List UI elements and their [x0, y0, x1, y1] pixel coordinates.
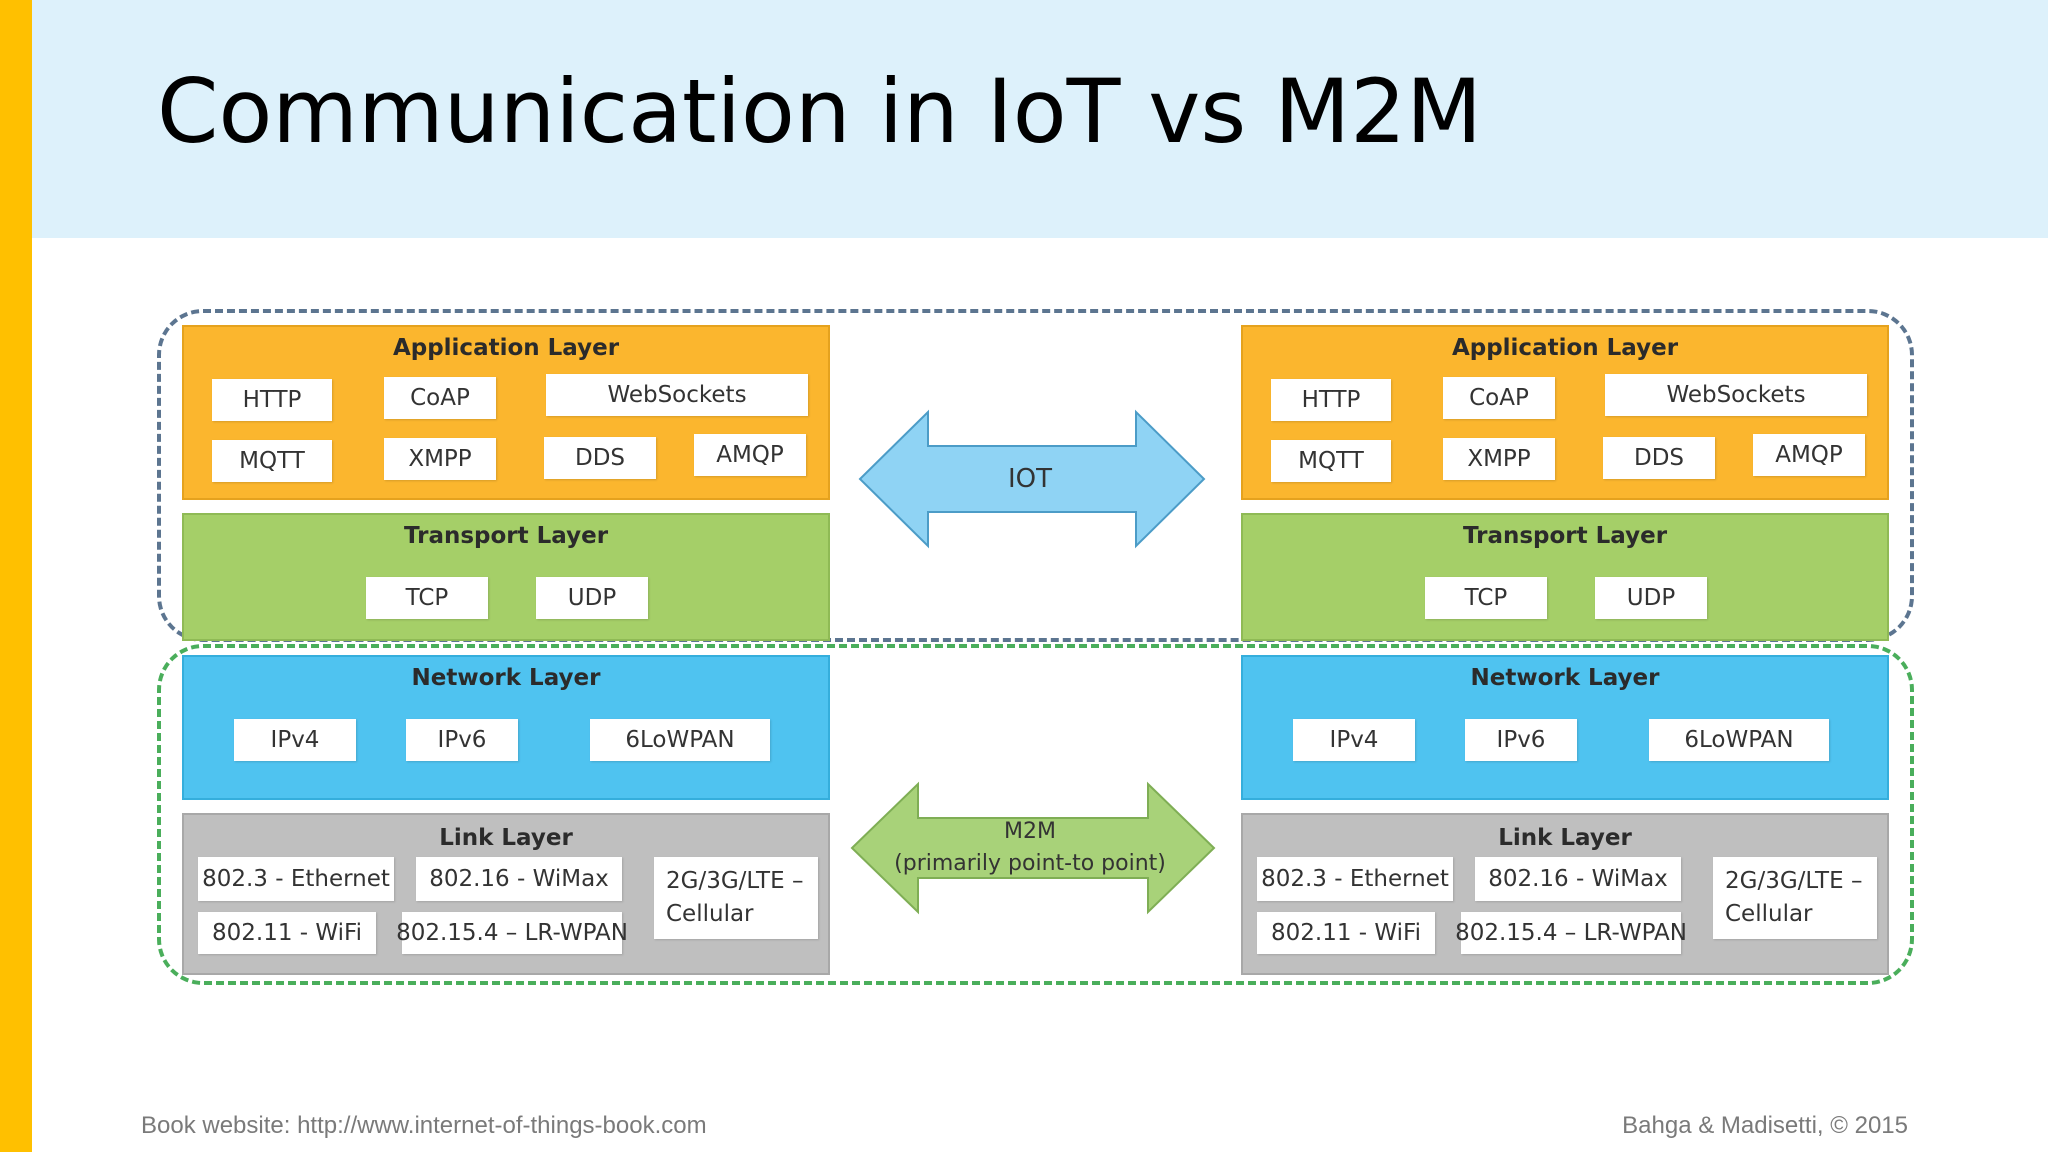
protocol-box: WebSockets — [1605, 374, 1867, 416]
protocol-box: HTTP — [1271, 379, 1391, 421]
transport-layer: Transport Layer TCP UDP — [182, 513, 830, 641]
protocol-box: 802.15.4 – LR-WPAN — [1455, 912, 1687, 954]
protocol-box: DDS — [1603, 437, 1715, 479]
protocol-box: IPv4 — [234, 719, 356, 761]
protocol-box: 802.16 - WiMax — [416, 857, 622, 901]
layer-title: Transport Layer — [1462, 523, 1668, 549]
network-layer: Network Layer IPv4 IPv6 6LoWPAN — [1241, 655, 1889, 800]
transport-layer: Transport Layer TCP UDP — [1241, 513, 1889, 641]
protocol-box: CoAP — [1443, 377, 1555, 419]
protocol-box: 2G/3G/LTE – Cellular — [654, 857, 818, 939]
protocol-box: DDS — [544, 437, 656, 479]
protocol-box: TCP — [1425, 577, 1547, 619]
protocol-box: 802.3 - Ethernet — [1257, 857, 1453, 901]
protocol-box: 6LoWPAN — [1649, 719, 1829, 761]
layer-title: Link Layer — [439, 825, 573, 851]
protocol-box: XMPP — [1443, 438, 1555, 480]
m2m-arrow-label: M2M (primarily point-to point) — [880, 816, 1180, 880]
layer-title: Transport Layer — [403, 523, 609, 549]
protocol-box: 802.16 - WiMax — [1475, 857, 1681, 901]
protocol-box: WebSockets — [546, 374, 808, 416]
protocol-box: 802.11 - WiFi — [1257, 912, 1435, 954]
slide-title: Communication in IoT vs M2M — [157, 60, 1483, 163]
layer-title: Network Layer — [411, 665, 601, 691]
protocol-box: HTTP — [212, 379, 332, 421]
iot-arrow-label: IOT — [1007, 464, 1052, 494]
protocol-box: IPv6 — [406, 719, 518, 761]
layer-title: Network Layer — [1470, 665, 1660, 691]
layer-title: Application Layer — [392, 335, 620, 361]
protocol-box: XMPP — [384, 438, 496, 480]
application-layer: Application Layer HTTP CoAP WebSockets M… — [182, 325, 830, 500]
protocol-box: UDP — [536, 577, 648, 619]
protocol-box: AMQP — [694, 434, 806, 476]
m2m-label-line1: M2M — [1004, 819, 1056, 844]
footer-book-website: Book website: http://www.internet-of-thi… — [141, 1112, 707, 1139]
protocol-box: 802.11 - WiFi — [198, 912, 376, 954]
protocol-box: 802.15.4 – LR-WPAN — [396, 912, 628, 954]
footer-copyright: Bahga & Madisetti, © 2015 — [1622, 1112, 1908, 1139]
protocol-box: 2G/3G/LTE – Cellular — [1713, 857, 1877, 939]
accent-bar — [0, 0, 32, 1152]
link-layer: Link Layer 802.3 - Ethernet 802.16 - WiM… — [182, 813, 830, 975]
layer-title: Link Layer — [1498, 825, 1632, 851]
iot-boundary — [157, 309, 1914, 642]
protocol-box: MQTT — [1271, 440, 1391, 482]
protocol-box: AMQP — [1753, 434, 1865, 476]
protocol-box: IPv6 — [1465, 719, 1577, 761]
network-layer: Network Layer IPv4 IPv6 6LoWPAN — [182, 655, 830, 800]
protocol-box: TCP — [366, 577, 488, 619]
protocol-box: MQTT — [212, 440, 332, 482]
protocol-box: 6LoWPAN — [590, 719, 770, 761]
application-layer: Application Layer HTTP CoAP WebSockets M… — [1241, 325, 1889, 500]
protocol-box: IPv4 — [1293, 719, 1415, 761]
header-band — [32, 0, 2048, 238]
link-layer: Link Layer 802.3 - Ethernet 802.16 - WiM… — [1241, 813, 1889, 975]
layer-title: Application Layer — [1451, 335, 1679, 361]
m2m-label-line2: (primarily point-to point) — [894, 851, 1166, 876]
protocol-box: CoAP — [384, 377, 496, 419]
protocol-box: 802.3 - Ethernet — [198, 857, 394, 901]
protocol-box: UDP — [1595, 577, 1707, 619]
m2m-boundary — [157, 644, 1914, 985]
